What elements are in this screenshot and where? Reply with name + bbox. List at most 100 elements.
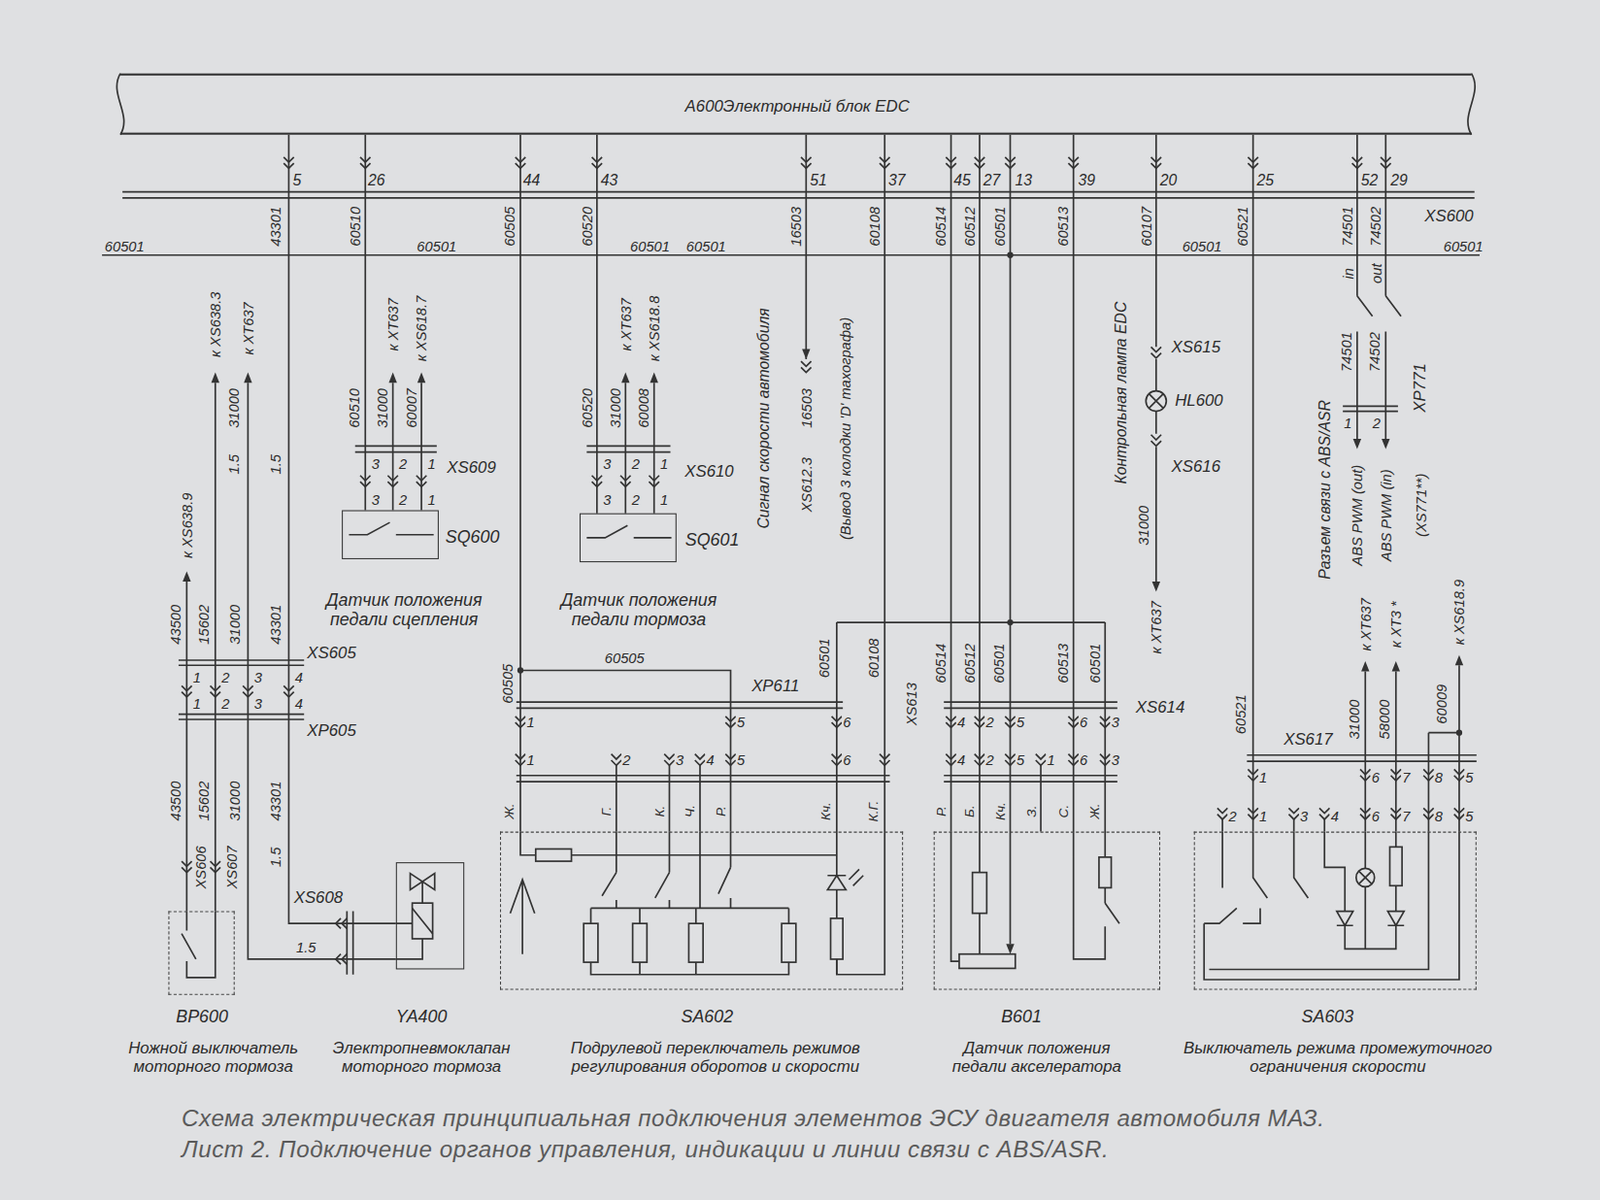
arrow-head — [1392, 661, 1400, 672]
connector-chevron — [620, 475, 632, 488]
wire-label: in — [1340, 266, 1356, 281]
pin-label: 26 — [366, 171, 387, 188]
wire-label: К.Г. — [866, 800, 881, 824]
pin-label: 2 — [621, 753, 632, 768]
wire-label: XS613 — [903, 681, 919, 727]
part-caption: Выключатель режима промежуточного ограни… — [1174, 1038, 1501, 1076]
solenoid-symbol — [396, 873, 435, 960]
pin-label: 2 — [631, 457, 641, 472]
pin-label: XS609 — [445, 459, 498, 476]
pin-label: 3 — [601, 457, 612, 472]
pin-label: XS600 — [1423, 207, 1475, 225]
lamp-symbol — [1359, 871, 1372, 885]
wire-label: Б. — [963, 803, 977, 819]
wire-label: К. — [652, 804, 667, 819]
stalk-switch-circuit — [591, 832, 790, 975]
connector-chevron — [974, 754, 986, 767]
connector-chevron — [181, 685, 193, 698]
pin-label: 2 — [220, 697, 231, 712]
wire-label: к XS618.7 — [414, 295, 430, 364]
stalk-switch-circuit — [831, 918, 844, 960]
pin-label: 5 — [735, 715, 746, 731]
wire-label: 60513 — [1056, 642, 1071, 685]
wire-label: к XS638.3 — [207, 290, 223, 359]
wire-label: 31000 — [227, 603, 242, 646]
pin-label: 6 — [1078, 715, 1089, 731]
pin-label: 2 — [1227, 808, 1237, 824]
wire-label: 60501 — [1087, 642, 1102, 685]
connector-chevron — [1004, 716, 1016, 729]
wire-label: Р. — [933, 804, 948, 818]
pin-label: 1 — [525, 753, 535, 768]
wire-label: 60505 — [500, 663, 515, 705]
pin-label: 2 — [398, 493, 408, 508]
wire-label: 31000 — [1346, 698, 1362, 740]
part-caption: Электропневмоклапан моторного тормоза — [324, 1038, 519, 1076]
wire — [1222, 665, 1477, 832]
pin-label: 1 — [525, 715, 535, 731]
accelerator-circuit — [951, 832, 980, 962]
accelerator-sensor-box: B601Датчик положения педали акселератора — [933, 832, 1161, 991]
part-name: SQ600 — [445, 527, 500, 547]
pin-label: 3 — [601, 493, 612, 508]
wire-label: 1.5 — [267, 453, 283, 476]
wire-label: 60108 — [866, 205, 882, 248]
pin-label: XS617 — [1282, 732, 1334, 749]
wire-label: 60501 — [993, 205, 1008, 248]
junction-dot — [1006, 619, 1013, 626]
connector-chevron — [695, 754, 706, 767]
connector-chevron — [1360, 768, 1371, 781]
pin-label: 5 — [1015, 753, 1026, 768]
wire-label: 60512 — [962, 642, 977, 685]
wire-label: 15602 — [197, 603, 212, 646]
pin-label: 1.5 — [295, 939, 318, 955]
wire — [805, 134, 1105, 975]
signal-wire — [950, 134, 953, 833]
pin-label: 52 — [1360, 171, 1380, 188]
switch-symbol — [181, 911, 216, 978]
wire-label: 74501 — [1339, 205, 1355, 248]
pin-label: 4 — [294, 670, 304, 686]
wire-label: 60514 — [933, 642, 949, 685]
connector-chevron — [1319, 807, 1331, 820]
band-end — [116, 73, 1475, 135]
wire-label: 60501 — [992, 642, 1007, 685]
pin-label: 2 — [1371, 416, 1382, 432]
accelerator-circuit — [959, 954, 1016, 969]
pin-label: 29 — [1389, 171, 1409, 188]
signal-wire — [364, 134, 367, 511]
connector-chevron — [1423, 807, 1434, 820]
wire-label: к XT3 * — [1388, 600, 1403, 649]
wire-label: Ж. — [502, 801, 517, 820]
pin-label: 2 — [631, 493, 641, 508]
connector-chevron — [1217, 807, 1229, 820]
connector-chevron — [1151, 434, 1163, 447]
pin-label: 51 — [808, 171, 829, 188]
pin-label: 8 — [1433, 808, 1444, 824]
pin-label: 6 — [841, 715, 852, 731]
pin-label: 43 — [600, 171, 620, 188]
pin-label: 6 — [1370, 808, 1381, 824]
connector-chevron — [1454, 807, 1466, 820]
connector-chevron — [974, 716, 986, 729]
connector-chevron — [648, 475, 660, 488]
wire-label: out — [1368, 262, 1384, 285]
wire-label: 60007 — [403, 387, 419, 430]
wire-label: к XT637 — [1358, 597, 1373, 652]
sheet-caption: Схема электрическая принципиальная подкл… — [181, 1103, 1386, 1166]
wire-label: 31000 — [375, 387, 391, 430]
wire-label: 60514 — [933, 205, 949, 248]
pin-label: 1 — [426, 457, 436, 472]
pin-label: 5 — [291, 171, 302, 188]
limiter-circuit — [1203, 832, 1460, 980]
part-name: B601 — [1000, 1006, 1042, 1027]
wire-label: 60521 — [1233, 693, 1249, 735]
pin-label: 3 — [674, 753, 685, 768]
wire-label: 74502 — [1367, 205, 1383, 248]
wire-label: (Вывод 3 колодки 'D' тахографа) — [837, 316, 853, 541]
wire-label: (XS771**) — [1414, 471, 1430, 538]
pin-label: 45 — [952, 171, 972, 188]
pin-label: 3 — [1110, 753, 1121, 768]
wire-label: 74502 — [1366, 331, 1382, 373]
limiter-circuit — [1203, 832, 1308, 925]
